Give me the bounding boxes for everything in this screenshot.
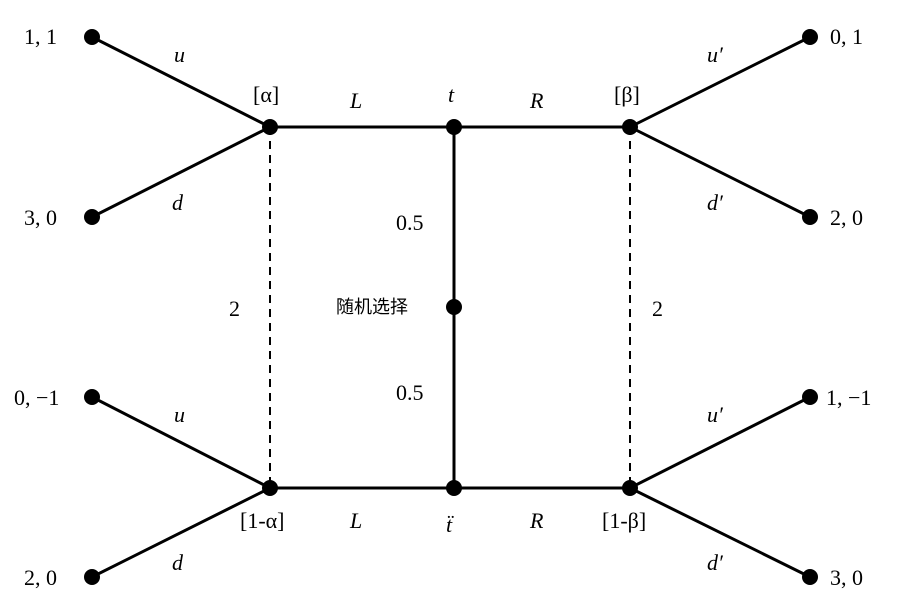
node-top-left (262, 119, 278, 135)
edge-tl-u (91, 35, 271, 129)
payoff-br-d: 3, 0 (830, 565, 863, 590)
edge-br-d (629, 486, 811, 579)
node-bottom-right (622, 480, 638, 496)
prob-bottom: 0.5 (396, 380, 424, 405)
action-top-L: L (349, 88, 362, 113)
belief-bottom-right: [1-β] (602, 508, 646, 533)
terminal-tl-u (84, 29, 100, 45)
node-bottom-center (446, 480, 462, 496)
edge-tl-d (91, 125, 271, 219)
action-bottom-L: L (349, 508, 362, 533)
payoff-tr-d: 2, 0 (830, 205, 863, 230)
terminal-bl-u (84, 389, 100, 405)
node-bottom-left (262, 480, 278, 496)
edge-bl-u (91, 395, 271, 490)
action-bottom-R: R (529, 508, 544, 533)
terminal-br-u (802, 389, 818, 405)
info-set-left-label: 2 (229, 296, 240, 321)
edge-br-u (629, 395, 811, 490)
terminal-tr-d (802, 209, 818, 225)
terminal-bl-d (84, 569, 100, 585)
payoff-tr-u: 0, 1 (830, 24, 863, 49)
action-bl-u: u (174, 402, 185, 427)
info-set-right-label: 2 (652, 296, 663, 321)
payoff-tl-u: 1, 1 (24, 24, 57, 49)
prob-top: 0.5 (396, 210, 424, 235)
action-bl-d: d (172, 550, 184, 575)
action-br-d: d′ (707, 550, 724, 575)
action-tr-d: d′ (707, 190, 724, 215)
node-top-center (446, 119, 462, 135)
belief-top-right: [β] (614, 82, 640, 107)
terminal-br-d (802, 569, 818, 585)
belief-top-left: [α] (253, 82, 279, 107)
edge-tr-u (629, 35, 811, 129)
type-top: t (448, 82, 455, 107)
chance-node-label: 随机选择 (336, 297, 408, 318)
action-tl-u: u (174, 42, 185, 67)
belief-bottom-left: [1-α] (240, 508, 285, 533)
action-br-u: u′ (707, 402, 724, 427)
payoff-bl-u: 0, −1 (14, 385, 59, 410)
node-chance (446, 299, 462, 315)
payoff-tl-d: 3, 0 (24, 205, 57, 230)
edge-bl-d (91, 486, 271, 579)
payoff-br-u: 1, −1 (826, 385, 871, 410)
action-tr-u: u′ (707, 42, 724, 67)
action-tl-d: d (172, 190, 184, 215)
node-top-right (622, 119, 638, 135)
action-top-R: R (529, 88, 544, 113)
terminal-tr-u (802, 29, 818, 45)
terminal-tl-d (84, 209, 100, 225)
payoff-bl-d: 2, 0 (24, 565, 57, 590)
type-bottom: ẗ (446, 512, 454, 537)
edge-tr-d (629, 125, 811, 219)
